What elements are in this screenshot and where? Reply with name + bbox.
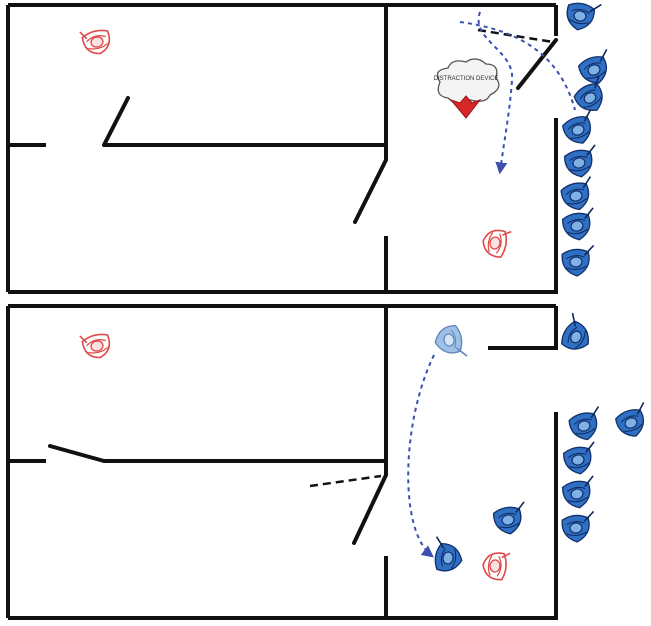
officer-icon [491,501,530,537]
officer-icon [563,0,603,34]
officer-icon [430,535,466,575]
officer-icon [560,475,599,511]
officer-path [477,11,514,175]
officer-icon [555,312,599,357]
door-swing-line [309,474,382,488]
callout-label: DISTRACTION DEVICE [434,76,499,82]
door-swing-line [477,28,554,44]
officer-icon [560,510,597,544]
officer-icon [612,401,651,442]
officer-icon [432,323,468,362]
officer-path [407,354,435,558]
door [102,96,130,147]
officer-path [459,21,576,111]
officer-icon [562,144,601,180]
top-panel: DISTRACTION DEVICE [6,0,618,294]
suspect-icon [79,24,114,59]
door [352,473,388,545]
officer-icon [559,108,602,149]
door [48,444,106,463]
door [353,158,388,224]
bottom-panel [6,304,651,620]
officer-icon [561,441,600,477]
explosion-icon: DISTRACTION DEVICE [434,58,500,119]
officer-icon [558,175,599,214]
suspect-icon [79,328,114,363]
suspect-icon [480,226,513,260]
officer-icon [560,207,599,243]
officer-icon [566,405,607,444]
suspect-icon [481,550,511,582]
breached-door [516,38,558,90]
officer-icon [560,244,597,278]
